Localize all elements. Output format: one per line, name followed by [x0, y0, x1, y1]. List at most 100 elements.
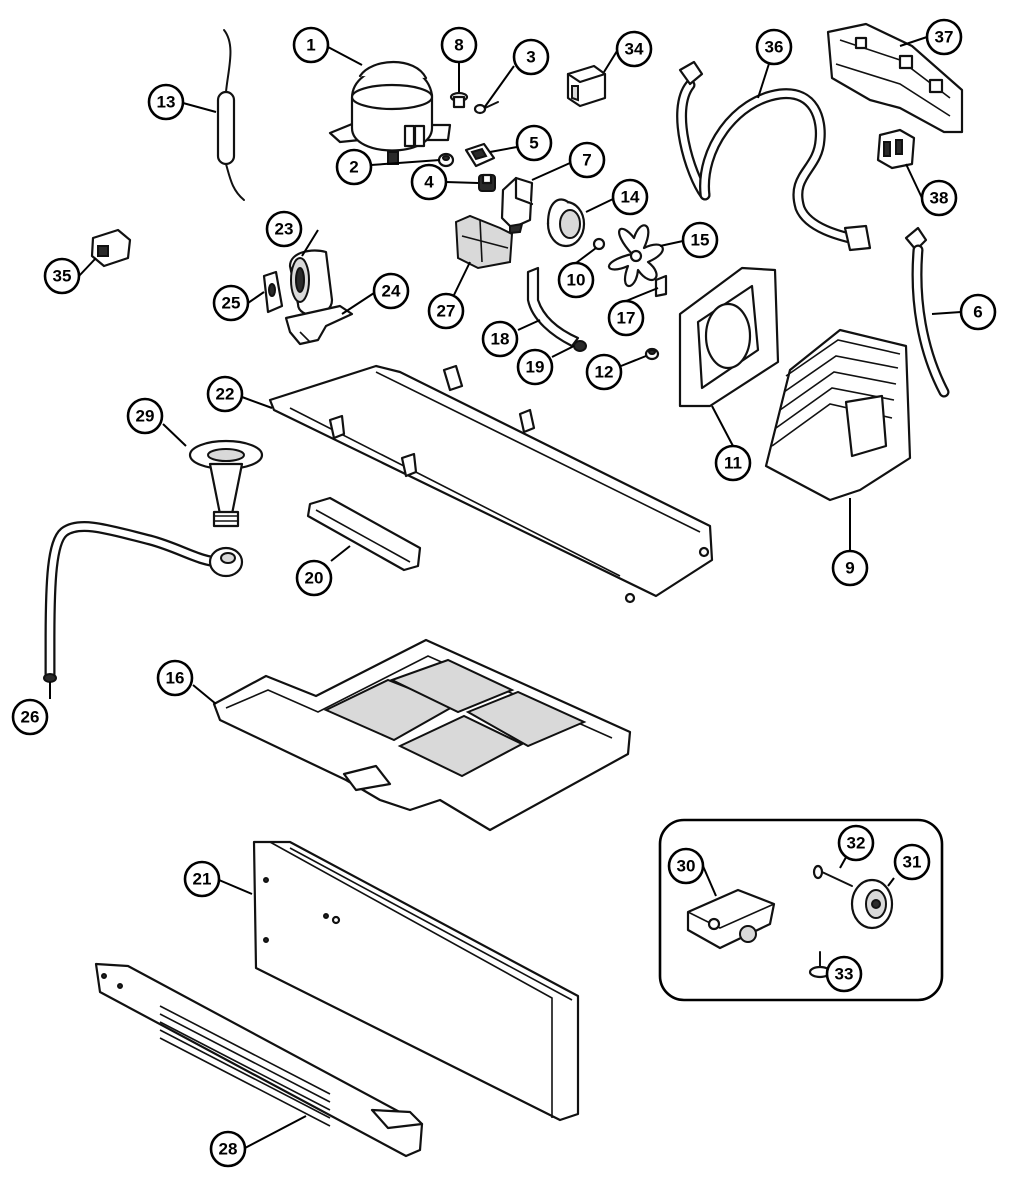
callout-29-label: 29: [136, 407, 155, 426]
callout-31: 31: [893, 843, 931, 881]
callout-5: 5: [515, 124, 553, 162]
part-31-roller: [850, 878, 894, 930]
part-15-fan-blade: [607, 224, 664, 288]
callout-34-label: 34: [625, 40, 644, 59]
callout-9: 9: [831, 549, 869, 587]
callout-24-label: 24: [382, 282, 401, 301]
part-23-capacitor: [288, 249, 334, 316]
part-32-bolt: [812, 864, 853, 887]
callout-14-label: 14: [621, 188, 640, 207]
callout-27-label: 27: [437, 302, 456, 321]
callout-35-label: 35: [53, 267, 72, 286]
callout-21: 21: [183, 860, 221, 898]
callout-7: 7: [568, 141, 606, 179]
callout-37-label: 37: [935, 28, 954, 47]
callout-1: 1: [292, 26, 330, 64]
callout-12: 12: [585, 353, 623, 391]
part-28-grille: [94, 962, 424, 1158]
callout-3: 3: [512, 38, 550, 76]
callout-5-label: 5: [529, 134, 538, 153]
part-14-motor: [546, 198, 586, 248]
callout-6: 6: [959, 293, 997, 331]
part-2-grommet: [437, 152, 455, 168]
callout-19: 19: [516, 348, 554, 386]
callout-17: 17: [607, 299, 645, 337]
callout-23: 23: [265, 210, 303, 248]
callout-26: 26: [11, 698, 49, 736]
part-37-bracket: [826, 22, 964, 134]
callout-22-label: 22: [216, 385, 235, 404]
part-17-clip: [654, 274, 668, 298]
callout-8-label: 8: [454, 36, 463, 55]
callout-38-label: 38: [930, 189, 949, 208]
callout-18: 18: [481, 320, 519, 358]
callout-32: 32: [837, 824, 875, 862]
callout-25-label: 25: [222, 294, 241, 313]
callout-25: 25: [212, 284, 250, 322]
part-20-channel: [306, 496, 422, 572]
callout-11-label: 11: [724, 454, 742, 473]
callout-22: 22: [206, 375, 244, 413]
callout-15-label: 15: [691, 231, 710, 250]
callout-14: 14: [611, 178, 649, 216]
callout-18-label: 18: [491, 330, 510, 349]
callout-31-label: 31: [903, 853, 922, 872]
callout-4-label: 4: [424, 173, 434, 192]
callout-2-label: 2: [349, 158, 358, 177]
callout-32-label: 32: [847, 834, 866, 853]
callout-13: 13: [147, 83, 185, 121]
part-21-panel: [252, 840, 580, 1122]
callout-3-label: 3: [526, 48, 535, 67]
part-35-switch: [90, 228, 132, 268]
callout-28-label: 28: [219, 1140, 238, 1159]
part-19-grommet: [573, 340, 587, 352]
callout-27: 27: [427, 292, 465, 330]
part-6-cord: [904, 226, 950, 398]
callout-10: 10: [557, 261, 595, 299]
part-10-nut: [592, 237, 606, 251]
part-25-cap: [262, 270, 284, 314]
leader-lines: [49, 36, 962, 1149]
callout-33: 33: [825, 955, 863, 993]
callout-29: 29: [126, 397, 164, 435]
callout-23-label: 23: [275, 220, 294, 239]
callout-6-label: 6: [973, 303, 982, 322]
part-30-roller-bracket: [686, 888, 776, 950]
part-5-relay-clip: [464, 142, 496, 168]
callout-20: 20: [295, 559, 333, 597]
callout-16: 16: [156, 659, 194, 697]
part-4-overload: [478, 173, 496, 192]
callout-26-label: 26: [21, 708, 40, 727]
part-3-clip: [473, 101, 499, 115]
callout-4: 4: [410, 163, 448, 201]
callout-10-label: 10: [567, 271, 586, 290]
callout-11: 11: [714, 444, 752, 482]
part-24-bracket: [284, 304, 354, 346]
inset-box: [658, 818, 944, 1002]
part-26-drain-tube: [43, 521, 244, 683]
callout-33-label: 33: [835, 965, 854, 984]
callout-37: 37: [925, 18, 963, 56]
part-9-evaporator: [764, 328, 912, 502]
callout-28: 28: [209, 1130, 247, 1168]
callout-16-label: 16: [166, 669, 185, 688]
callout-17-label: 17: [617, 309, 636, 328]
callout-2: 2: [335, 148, 373, 186]
callout-30: 30: [667, 847, 705, 885]
callout-36: 36: [755, 28, 793, 66]
part-1-compressor: [328, 60, 452, 165]
part-12-grommet: [644, 347, 660, 361]
part-7-relay: [500, 176, 534, 235]
callout-7-label: 7: [582, 151, 591, 170]
callout-21-label: 21: [193, 870, 212, 889]
callout-19-label: 19: [526, 358, 545, 377]
part-38-switch: [876, 128, 916, 170]
part-16-drain-pan: [212, 638, 632, 832]
callout-9-label: 9: [845, 559, 854, 578]
callout-20-label: 20: [305, 569, 324, 588]
callout-15: 15: [681, 221, 719, 259]
callout-8: 8: [440, 26, 478, 64]
part-36-harness: [676, 60, 872, 252]
callout-24: 24: [372, 272, 410, 310]
